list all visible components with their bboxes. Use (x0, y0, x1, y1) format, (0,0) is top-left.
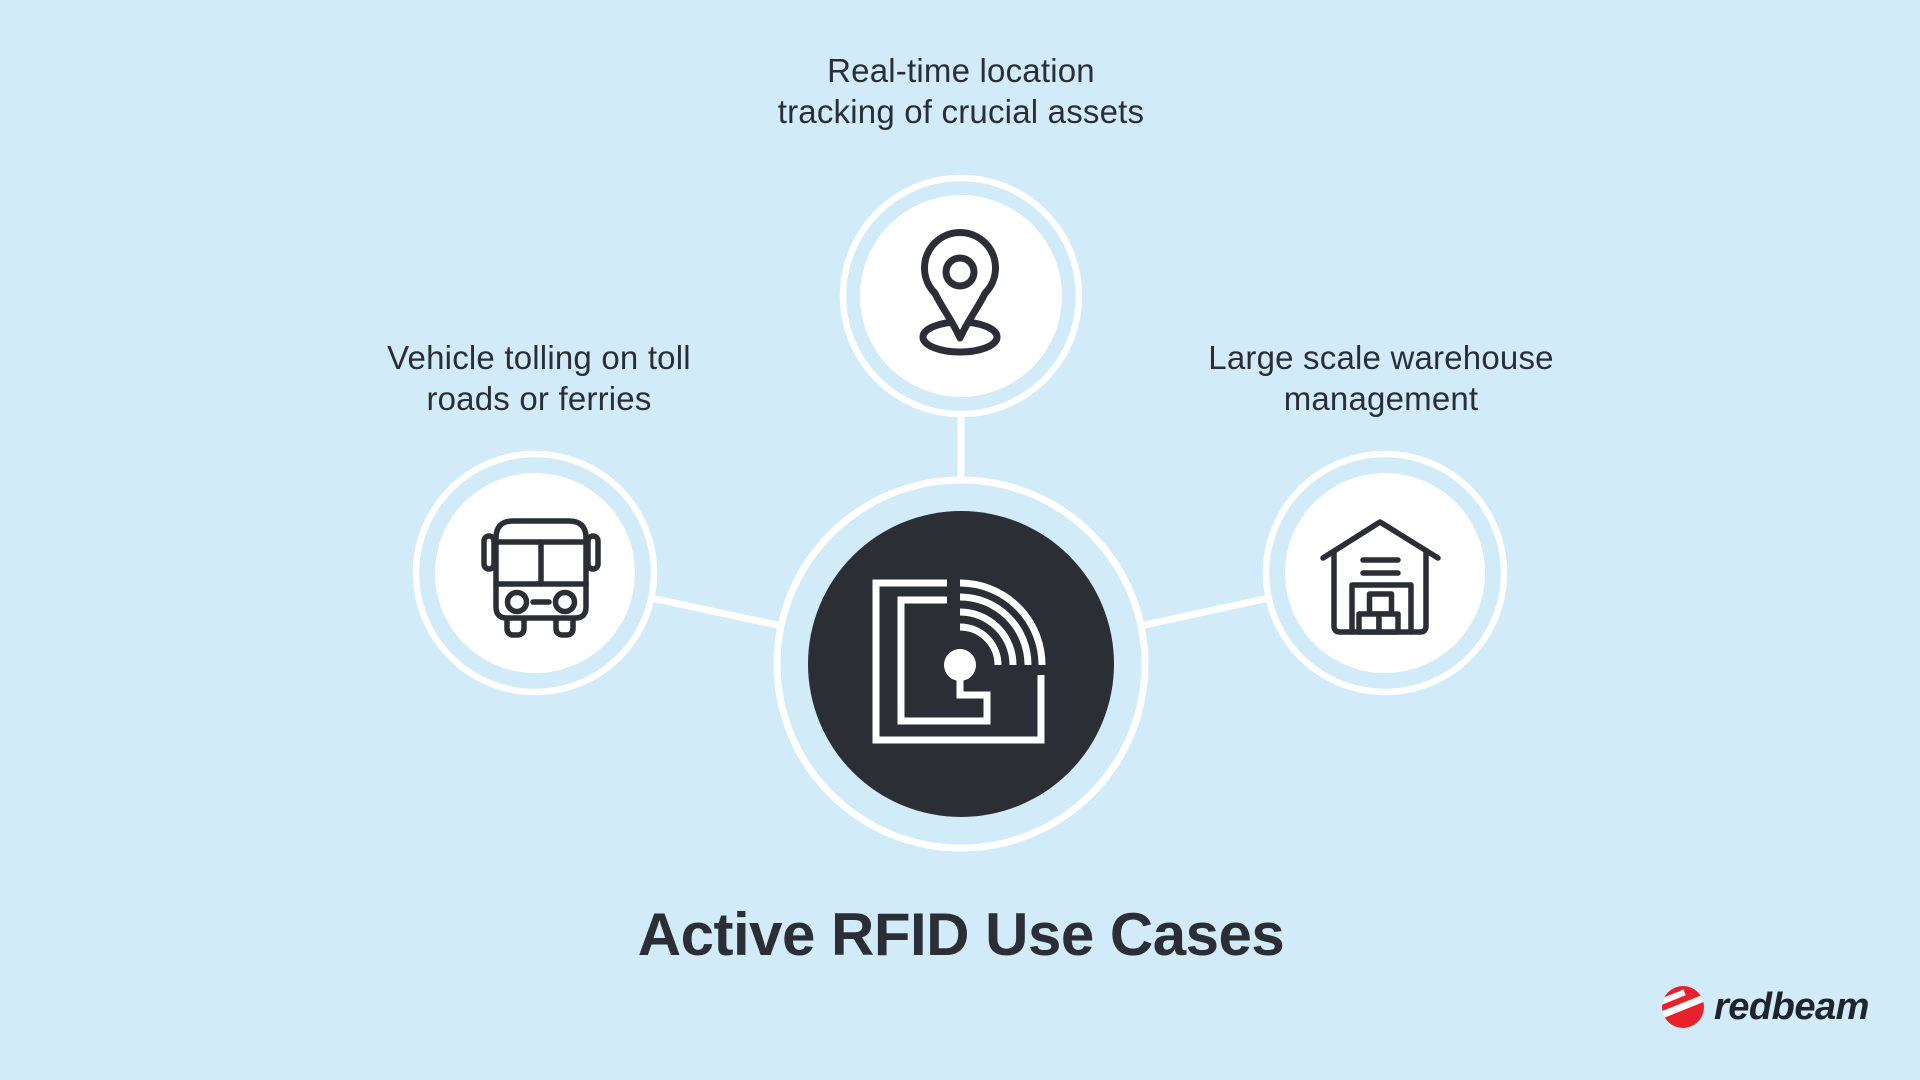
warehouse-wall-left (1331, 549, 1355, 635)
rfid-wave-4 (959, 579, 1046, 666)
connector-right-center (1139, 594, 1270, 630)
right-node-label-line2: management (1283, 380, 1479, 417)
left-node-label: Vehicle tolling on toll roads or ferries (219, 337, 859, 419)
right-node-ring (1262, 450, 1508, 696)
bus-icon (481, 518, 601, 638)
warehouse-box-top (1366, 591, 1395, 617)
left-node-label-line1: Vehicle tolling on toll (387, 339, 691, 376)
redbeam-logo-mark (1655, 986, 1711, 1028)
logo-beam-stripe-long (1655, 991, 1711, 1022)
rfid-chip-dot (944, 649, 976, 681)
rfid-wave-1 (959, 623, 1002, 666)
pin-inner-circle (942, 254, 978, 290)
rfid-inner-frame (897, 596, 991, 725)
rfid-wave-2 (959, 608, 1017, 666)
right-node-label-line1: Large scale warehouse (1208, 339, 1554, 376)
bus-mirror-left (481, 533, 497, 572)
warehouse-icon (1320, 519, 1441, 635)
left-node-label-line2: roads or ferries (426, 380, 652, 417)
center-node-ring (773, 476, 1149, 852)
rfid-outer-frame (872, 579, 1045, 744)
bus-headlight-left (504, 589, 530, 615)
bus-headlight-right (552, 589, 578, 615)
connector-lines (650, 414, 1270, 630)
warehouse-wall-right (1408, 549, 1429, 635)
top-node-ring (839, 174, 1083, 418)
warehouse-box-bottom-right (1376, 611, 1401, 635)
top-node-label: Real-time location tracking of crucial a… (641, 50, 1281, 132)
warehouse-box-bottom-left (1356, 611, 1382, 635)
rfid-wave-3 (959, 593, 1032, 666)
satellite-rings (412, 174, 1508, 696)
connector-left-center (650, 594, 783, 630)
top-node-label-line1: Real-time location (827, 52, 1095, 89)
right-node-label: Large scale warehouse management (1061, 337, 1701, 419)
page-title: Active RFID Use Cases (637, 901, 1285, 968)
top-node-label-line2: tracking of crucial assets (777, 93, 1145, 130)
redbeam-logo-wordmark: redbeam (1714, 986, 1869, 1028)
left-node-ring (412, 450, 658, 696)
location-pin-icon (919, 229, 1001, 356)
bus-mirror-right (585, 533, 601, 572)
warehouse-roof (1320, 519, 1441, 561)
rfid-tag-icon (872, 579, 1046, 744)
